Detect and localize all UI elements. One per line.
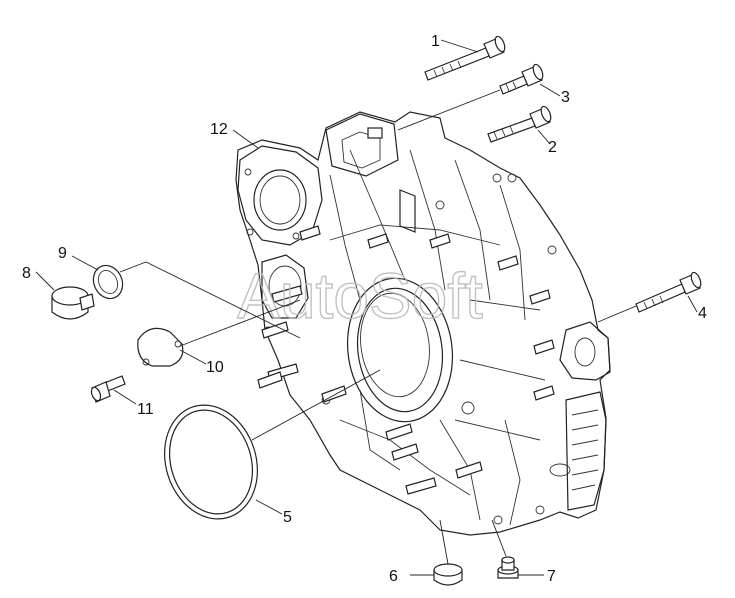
callout-5: 5 — [283, 509, 292, 526]
callout-9: 9 — [58, 245, 67, 262]
flywheel-housing — [235, 111, 611, 536]
part-10-cover-plate — [137, 327, 184, 367]
part-5-o-ring — [164, 404, 258, 520]
callout-labels: 1 2 3 4 5 6 7 8 9 10 11 12 — [22, 33, 707, 585]
callout-1: 1 — [431, 33, 440, 50]
callout-3: 3 — [561, 89, 570, 106]
part-8-plug — [51, 286, 95, 320]
callout-6: 6 — [389, 568, 398, 585]
part-4-bolt — [635, 271, 702, 313]
part-9-washer — [92, 264, 124, 300]
callout-7: 7 — [547, 568, 556, 585]
callout-2: 2 — [548, 139, 557, 156]
part-7-screw-plug — [497, 556, 519, 579]
part-1-bolt — [424, 35, 506, 81]
callout-4: 4 — [698, 305, 707, 322]
part-6-plug — [433, 563, 463, 586]
part-2-bolt — [487, 105, 552, 143]
watermark-text: AutoSoft — [237, 260, 483, 332]
leader-lines — [35, 39, 698, 576]
callout-8: 8 — [22, 265, 31, 282]
part-3-bolt — [499, 63, 544, 95]
callout-10: 10 — [206, 359, 224, 376]
part-11-bolt — [90, 375, 126, 403]
housing-studs — [257, 225, 555, 495]
callout-12: 12 — [210, 121, 228, 138]
callout-11: 11 — [137, 401, 154, 418]
